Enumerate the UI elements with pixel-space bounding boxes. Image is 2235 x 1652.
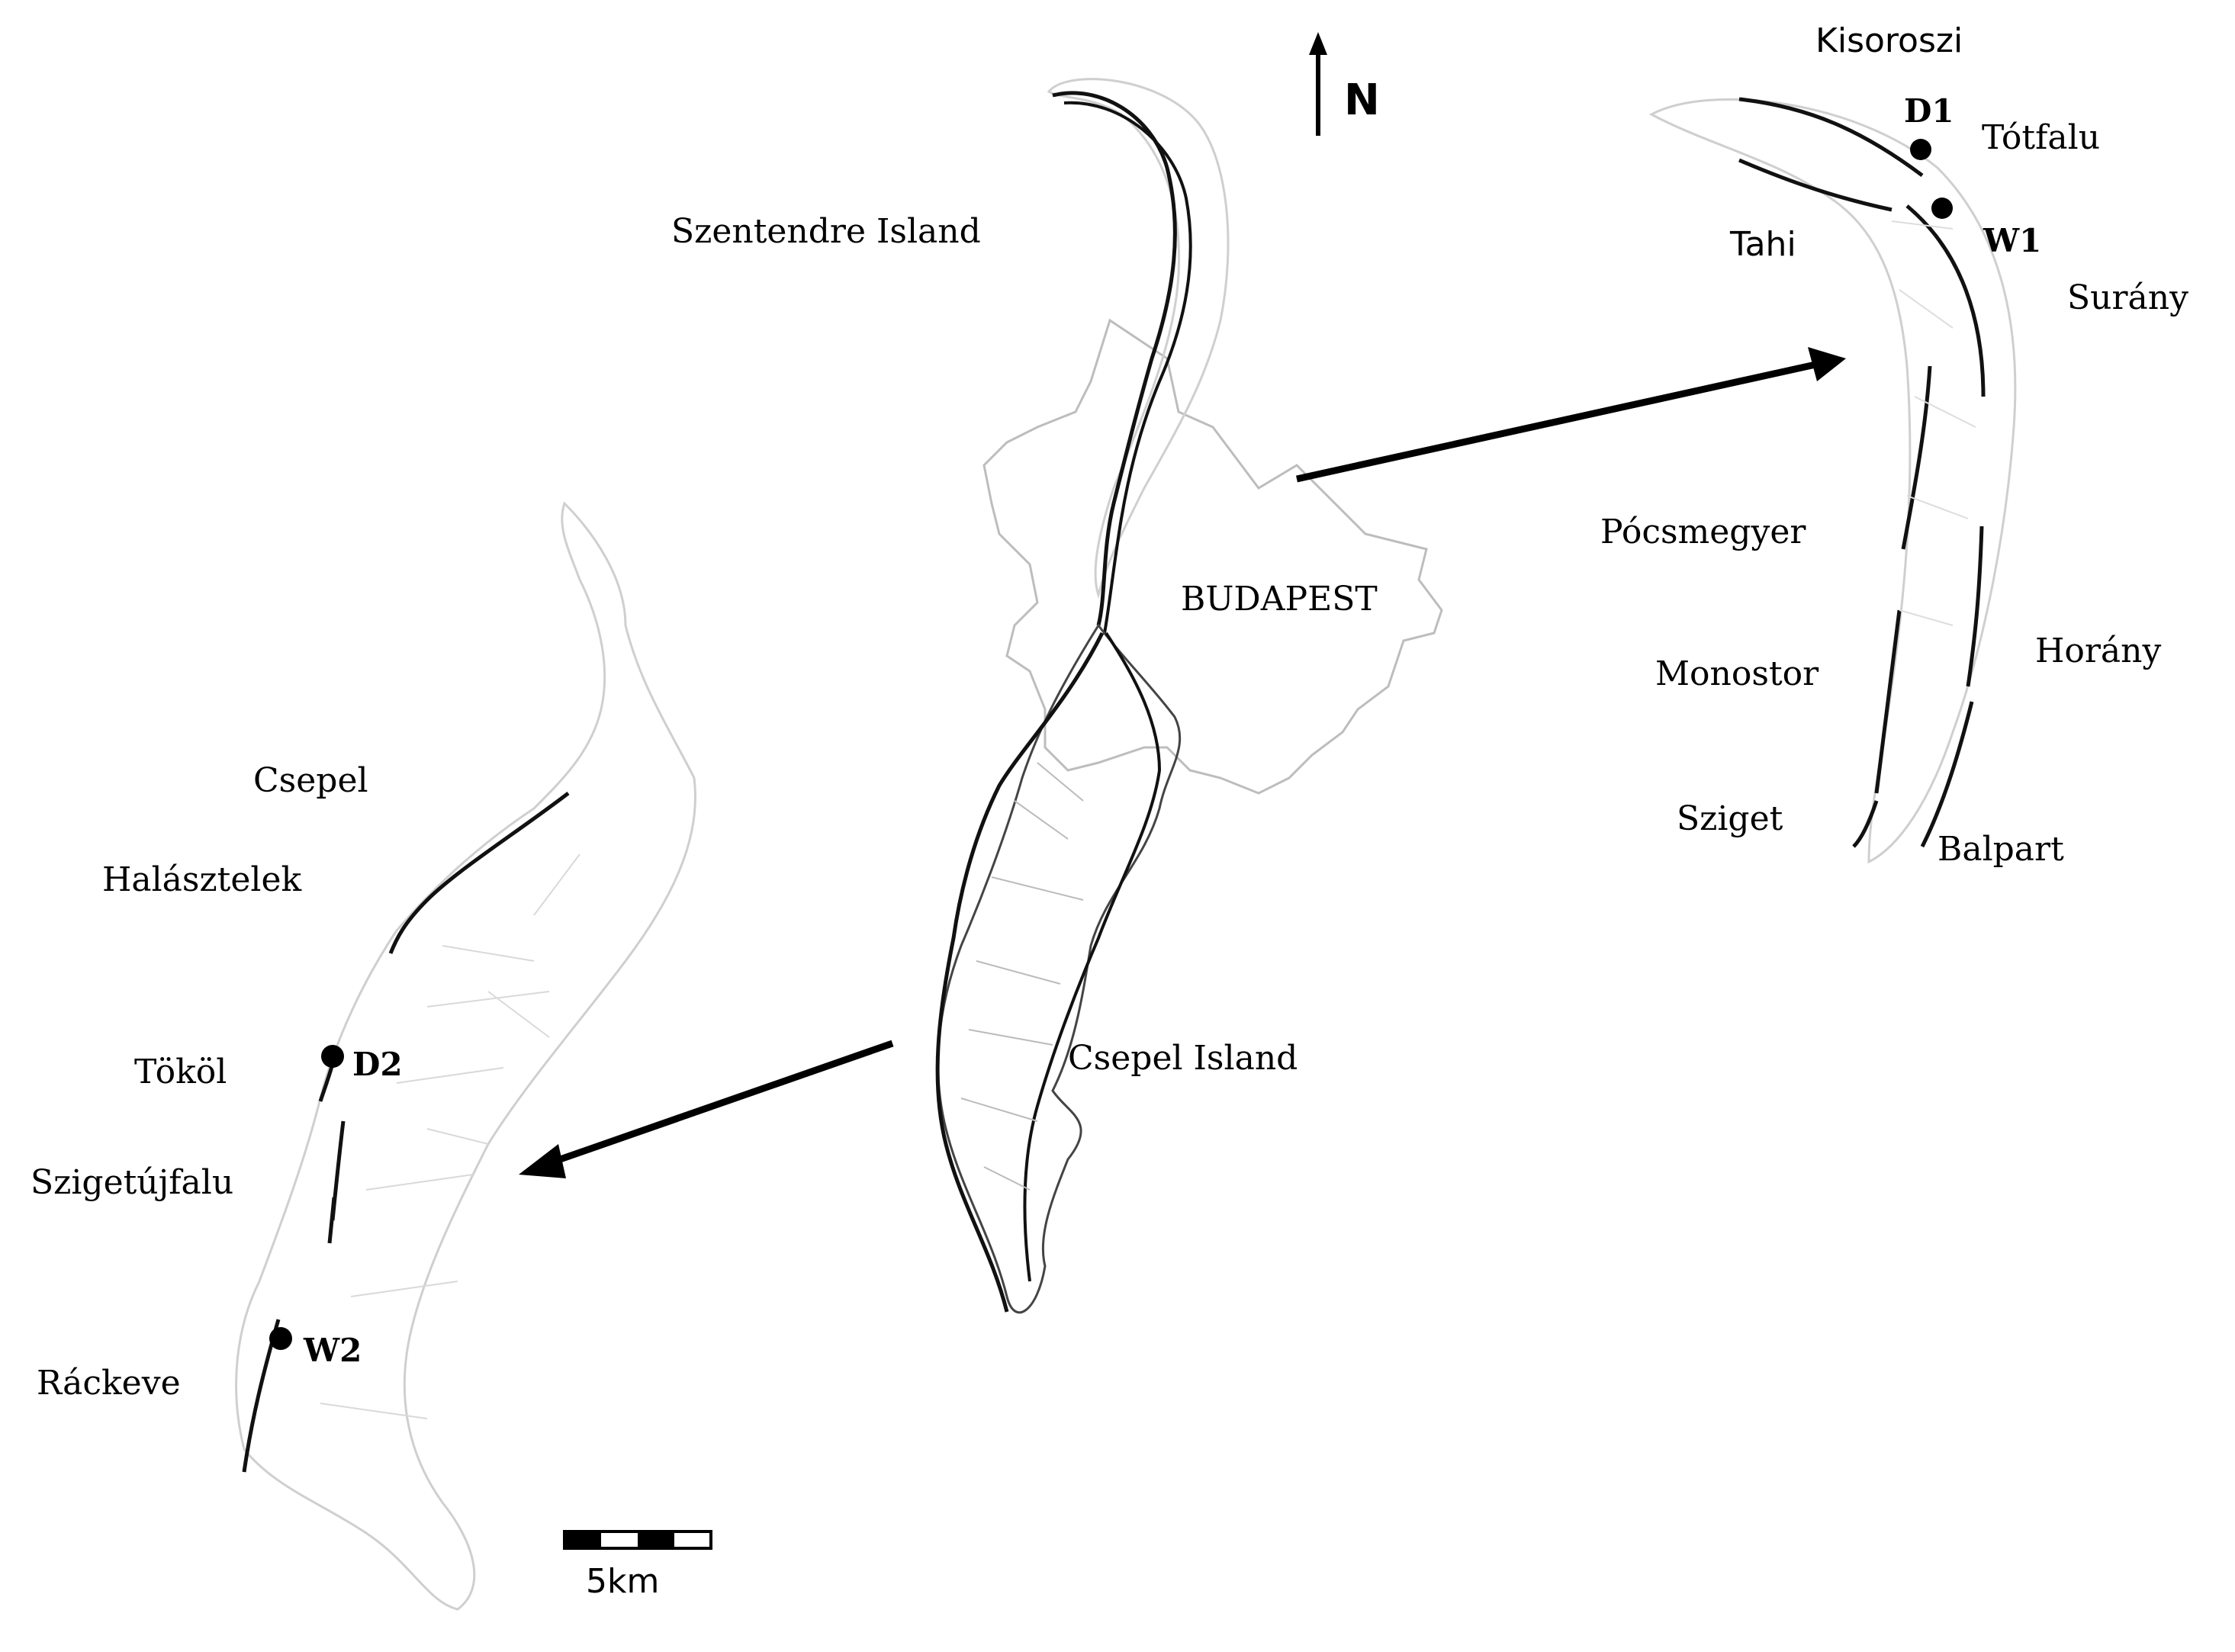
site-d1-marker: [1910, 139, 1931, 160]
place-horany: Horány: [2035, 632, 2161, 670]
site-d2-marker: [321, 1045, 344, 1068]
place-surany: Surány: [2067, 278, 2188, 317]
csepel-road-network: [960, 762, 1084, 1191]
budapest-label: BUDAPEST: [1181, 580, 1378, 619]
danube-branch-west: [1052, 91, 1177, 626]
south-inset-roads: [320, 853, 580, 1419]
north-inset-river-east: [1905, 204, 1986, 848]
north-inset-island-outline: [1648, 98, 2017, 864]
place-kisoroszi: Kisoroszi: [1815, 21, 1963, 60]
north-inset-river-west: [1738, 97, 1932, 848]
north-inset-map: D1 W1 Kisoroszi Tótfalu Tahi Surány Pócs…: [1600, 21, 2188, 869]
szentendre-island-outline: [1047, 78, 1230, 599]
csepel-island-outline: [937, 623, 1182, 1314]
place-monostor: Monostor: [1655, 654, 1819, 693]
danube-branch-east: [1063, 101, 1192, 634]
place-halasztelek: Halásztelek: [102, 860, 302, 899]
south-inset-map: D2 W2 Csepel Halásztelek Tököl Szigetújf…: [31, 501, 697, 1611]
budapest-boundary: [982, 318, 1443, 795]
place-tahi: Tahi: [1729, 225, 1796, 264]
place-tokol: Tököl: [134, 1053, 227, 1091]
danube-csepel-east: [1023, 632, 1162, 1282]
south-inset-river-north: [388, 792, 570, 954]
arrow-to-south-inset: [519, 1040, 894, 1178]
place-pocsmegyer: Pócsmegyer: [1600, 513, 1806, 551]
place-totfalu: Tótfalu: [1982, 118, 2100, 157]
csepel-island-label: Csepel Island: [1068, 1039, 1298, 1078]
place-szigetujfalu: Szigetújfalu: [31, 1163, 233, 1202]
danube-csepel-west: [935, 632, 1105, 1313]
site-w2-marker: [269, 1327, 292, 1350]
center-map: Szentendre Island BUDAPEST Csepel Island: [671, 78, 1443, 1314]
north-inset-roads: [1891, 220, 1976, 626]
site-w2-label: W2: [303, 1332, 362, 1369]
north-arrow: N: [1309, 32, 1380, 136]
place-sziget: Sziget: [1677, 799, 1783, 838]
site-d1-label: D1: [1904, 92, 1954, 130]
scale-bar-label: 5km: [586, 1562, 659, 1601]
south-inset-island-outline: [235, 501, 697, 1611]
site-w1-label: W1: [1983, 222, 2041, 259]
scale-bar: 5km: [563, 1530, 712, 1601]
south-inset-river-west: [242, 1058, 346, 1473]
szentendre-island-label: Szentendre Island: [671, 212, 981, 251]
site-w1-marker: [1931, 198, 1953, 219]
site-d2-label: D2: [352, 1046, 403, 1083]
arrow-to-north-inset: [1296, 347, 1846, 483]
place-balpart: Balpart: [1938, 830, 2064, 869]
place-csepel: Csepel: [253, 761, 368, 800]
place-rackeve: Ráckeve: [37, 1364, 181, 1403]
north-arrow-label: N: [1344, 76, 1380, 125]
